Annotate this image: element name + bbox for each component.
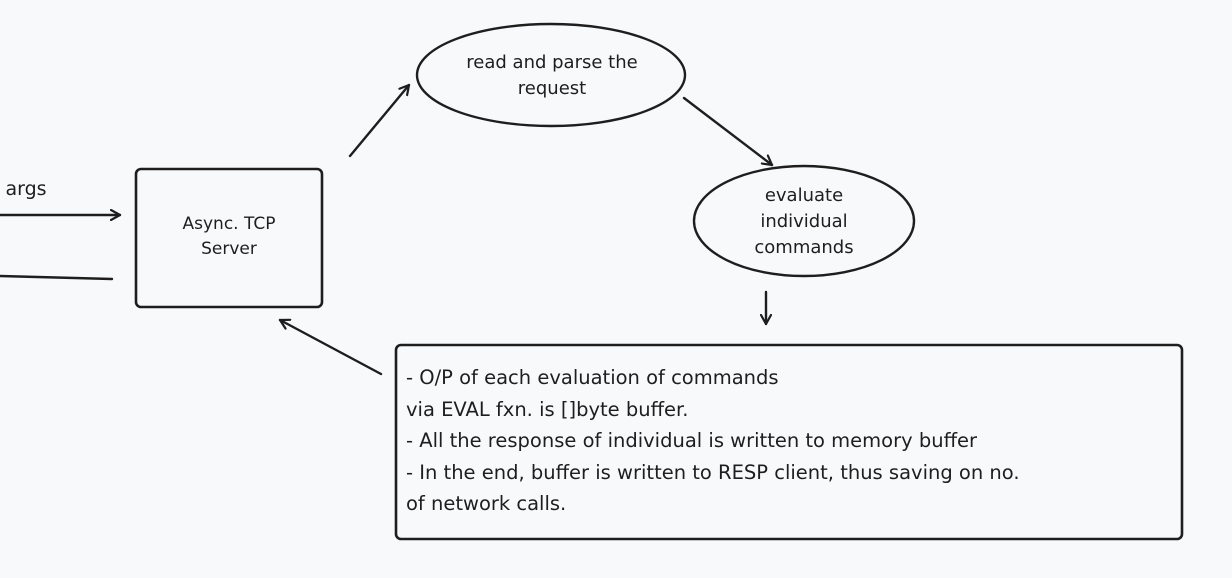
evaluate-ellipse bbox=[692, 164, 916, 278]
server-to-parse-arrow bbox=[348, 83, 411, 158]
outgoing-response-line bbox=[0, 274, 114, 281]
note-line: - In the end, buffer is written to RESP … bbox=[406, 460, 1020, 484]
incoming-edge-label: t args bbox=[0, 178, 47, 200]
evaluate-label: evaluate individual commands bbox=[754, 185, 854, 258]
note-text: - O/P of each evaluation of commands via… bbox=[406, 362, 1182, 520]
note-line: of network calls. bbox=[406, 492, 567, 515]
note-line: via EVAL fxn. is []byte buffer. bbox=[406, 397, 689, 421]
read-parse-ellipse bbox=[415, 22, 687, 128]
note-line: - All the response of individual is writ… bbox=[406, 429, 978, 452]
note-box bbox=[394, 343, 1184, 541]
read-parse-label: read and parse the request bbox=[466, 52, 638, 99]
tcp-server-label: Async. TCP Server bbox=[182, 214, 276, 259]
note-line: - O/P of each evaluation of commands bbox=[406, 366, 779, 389]
note-to-server-arrow bbox=[278, 320, 383, 376]
parse-to-evaluate-arrow bbox=[682, 96, 774, 167]
tcp-server-box bbox=[134, 167, 324, 309]
